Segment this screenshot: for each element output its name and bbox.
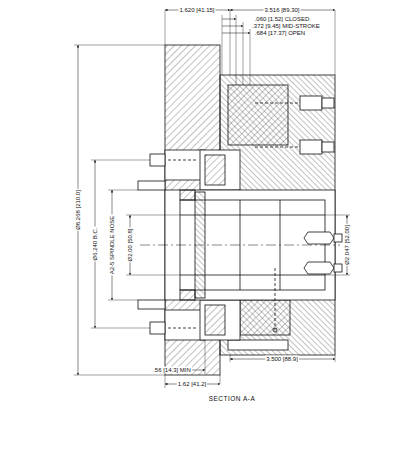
dimension-text: 1.620 [41.15] xyxy=(178,7,215,14)
stroke-dimension: .372 [9.45] MID-STROKE xyxy=(251,23,321,30)
dimension-text: Ø2.00 [50.8] xyxy=(127,227,134,262)
dimension-text: 3.500 [88.9] xyxy=(265,356,299,363)
dimension-text: Ø2.047 [52.00] xyxy=(344,224,351,266)
dimension-text: Ø6.240 B.C. xyxy=(92,226,99,261)
stroke-dimension: .060 [1.52] CLOSED xyxy=(254,16,311,23)
dimension-text: A2-5 SPINDLE NOSE xyxy=(109,215,116,276)
section-title: SECTION A-A xyxy=(208,395,257,402)
dimension-text: 1.62 [41.2] xyxy=(177,381,207,388)
dimension-text: .56 [14.3] MIN xyxy=(152,367,192,374)
dimension-text: Ø8.268 [210.0] xyxy=(75,189,82,231)
stroke-dimension: .684 [17.37] OPEN xyxy=(254,30,306,37)
dimension-text: 3.516 [89.30] xyxy=(263,7,300,14)
